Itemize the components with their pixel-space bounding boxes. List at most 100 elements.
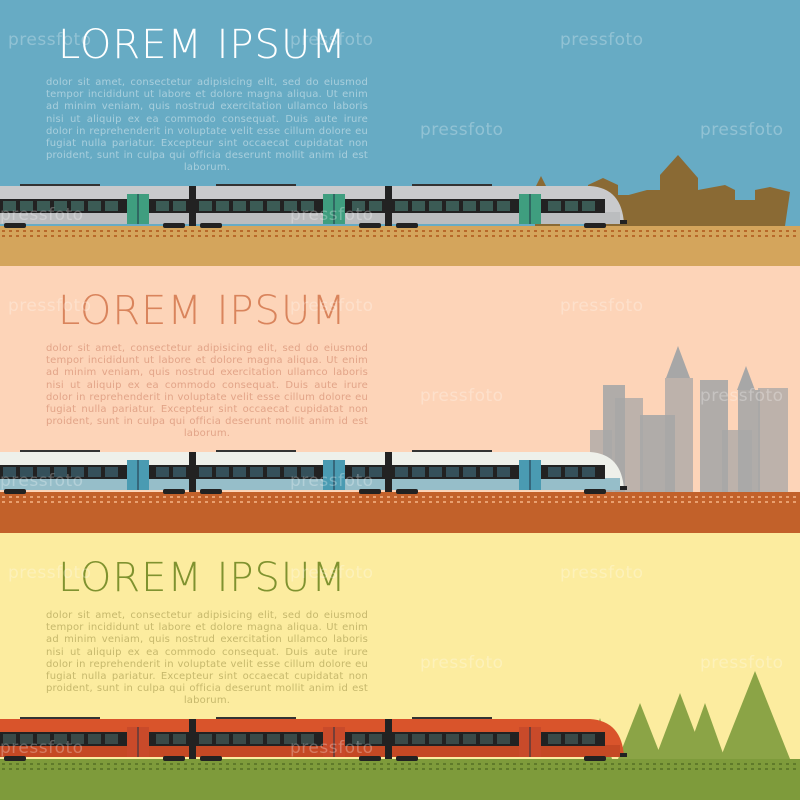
sleeper [226,763,229,765]
sleeper [569,501,572,503]
sleeper [429,768,432,770]
sleeper [72,501,75,503]
window [446,201,459,211]
sleeper [352,501,355,503]
sleeper [149,768,152,770]
sleeper [191,501,194,503]
coupler [189,452,196,492]
sleeper [65,763,68,765]
sleeper [520,235,523,237]
sleeper [415,763,418,765]
sleeper [254,501,257,503]
sleeper [758,501,761,503]
sleeper [499,235,502,237]
sleeper [401,768,404,770]
sleeper [702,763,705,765]
sleeper [499,501,502,503]
sleeper [128,496,131,498]
sleeper [100,235,103,237]
sleeper [562,230,565,232]
ground [0,226,800,266]
window [352,467,365,477]
train-car [196,450,385,494]
sleeper [198,768,201,770]
sleeper [765,235,768,237]
car-stripe [0,745,189,757]
sleeper [618,763,621,765]
sleeper [674,235,677,237]
sleeper [366,230,369,232]
sleeper [282,235,285,237]
sleeper [114,768,117,770]
window [412,734,425,744]
sleeper [716,235,719,237]
sleeper [492,230,495,232]
window [216,467,229,477]
sleeper [492,235,495,237]
bogie [200,489,222,494]
sleeper [366,768,369,770]
bogie [396,489,418,494]
window [3,201,16,211]
sleeper [555,496,558,498]
railway-track [2,496,796,503]
sleeper [156,763,159,765]
sleeper [191,230,194,232]
window [548,467,561,477]
sleeper [226,501,229,503]
window [88,734,101,744]
sleeper [268,501,271,503]
sleeper [338,230,341,232]
sleeper [107,235,110,237]
sleeper [723,768,726,770]
sleeper [646,230,649,232]
sleeper [163,763,166,765]
sleeper [310,230,313,232]
sleeper [65,230,68,232]
sleeper [289,235,292,237]
sleeper [310,768,313,770]
sleeper [639,501,642,503]
bogie [584,223,606,228]
sleeper [16,496,19,498]
window [199,201,212,211]
sleeper [261,235,264,237]
car-stripe [392,212,620,224]
sleeper [338,235,341,237]
sleeper [716,768,719,770]
window [3,467,16,477]
sleeper [338,763,341,765]
sleeper [653,235,656,237]
pantograph [20,184,100,186]
sleeper [303,235,306,237]
sleeper [786,768,789,770]
sleeper [9,501,12,503]
window [250,201,263,211]
sleeper [100,496,103,498]
sleeper [226,235,229,237]
sleeper [583,235,586,237]
sleeper [709,501,712,503]
sleeper [702,501,705,503]
pantograph [216,184,296,186]
sleeper [317,235,320,237]
sleeper [611,235,614,237]
sleeper [72,763,75,765]
sleeper [625,230,628,232]
pine-tree [720,671,790,759]
sleeper [415,496,418,498]
sleeper [331,230,334,232]
sleeper [583,763,586,765]
sleeper [793,230,796,232]
sleeper [317,496,320,498]
window [497,734,510,744]
sleeper [478,501,481,503]
sleeper [44,768,47,770]
sleeper [2,768,5,770]
sleeper [51,496,54,498]
sleeper [289,230,292,232]
sleeper [520,501,523,503]
window [548,201,561,211]
sleeper [156,768,159,770]
sleeper [65,235,68,237]
